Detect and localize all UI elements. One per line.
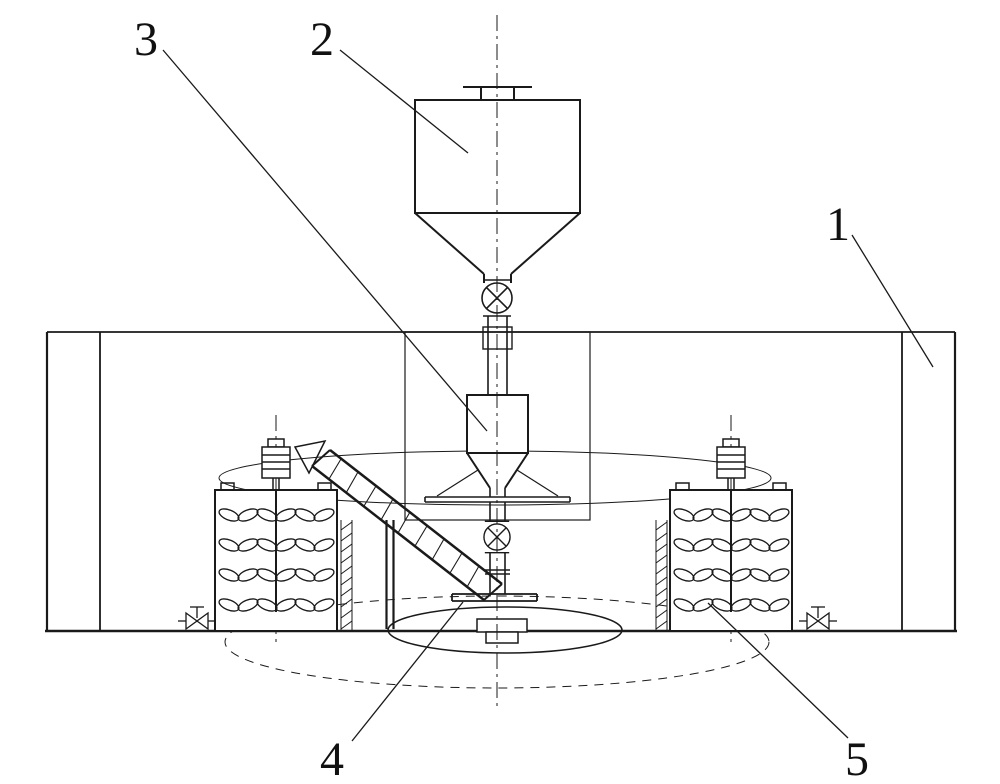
leader-line-3 <box>162 49 488 432</box>
support-leg <box>385 520 395 629</box>
callout-label-4: 4 <box>320 733 344 784</box>
conveyor-inlet-plate <box>451 593 538 602</box>
leader-line-5 <box>707 602 849 739</box>
left-mixer <box>215 415 337 645</box>
bottom-tank <box>387 606 623 654</box>
storage-tank <box>45 331 957 631</box>
leader-line-1 <box>851 234 934 368</box>
left-drain-valve <box>177 606 217 630</box>
callouts: 1 2 3 4 5 <box>134 13 934 784</box>
callout-label-3: 3 <box>134 13 158 66</box>
drive-unit <box>476 618 528 644</box>
right-connector-pipe <box>655 519 668 632</box>
screw-conveyor <box>293 439 503 601</box>
leader-line-2 <box>339 49 469 154</box>
right-drain-valve <box>798 606 838 630</box>
bottom-dashed-ellipse <box>224 595 770 689</box>
left-connector-pipe <box>340 519 353 632</box>
callout-label-1: 1 <box>826 198 850 251</box>
callout-label-2: 2 <box>310 13 334 66</box>
conveyor-inlet-funnel <box>293 439 327 475</box>
leader-line-4 <box>351 601 464 742</box>
right-mixer <box>670 415 792 645</box>
callout-label-5: 5 <box>845 733 869 784</box>
